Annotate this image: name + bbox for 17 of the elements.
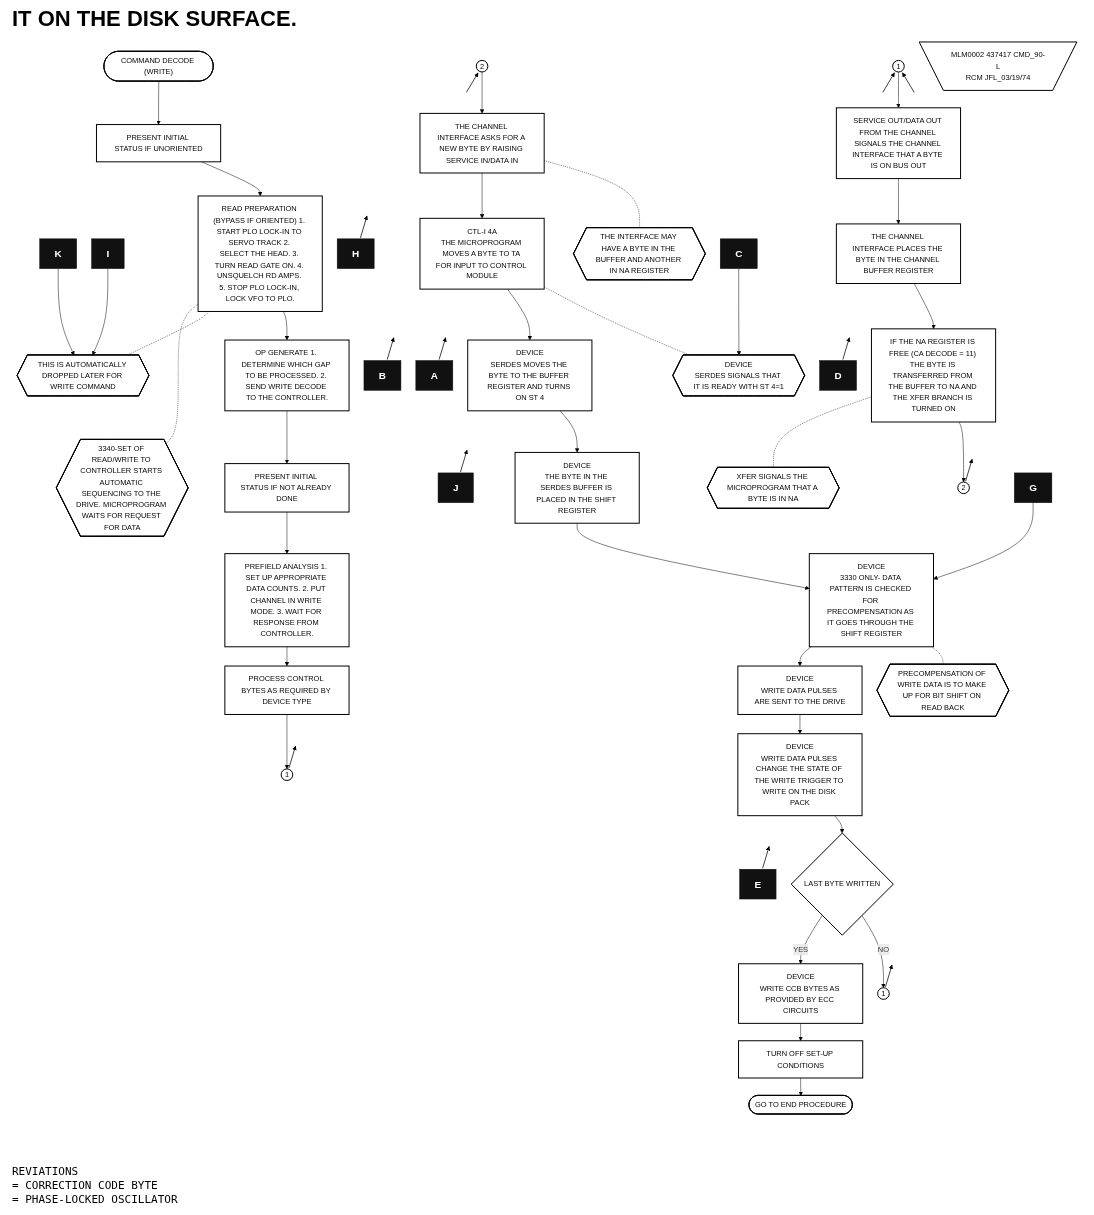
node-box: I [91,238,125,269]
node-box: E [739,869,777,900]
note-text: = CORRECTION CODE BYTE [12,1179,159,1192]
node-box: A [415,360,454,391]
note-text: REVIATIONS [12,1165,80,1178]
note-text: = PHASE-LOCKED OSCILLATOR [12,1193,178,1206]
connector [165,303,199,444]
node-box: K [39,238,77,269]
connector [931,646,944,665]
node-box: G [1014,472,1053,503]
node-box: H [336,238,375,269]
node-box: D [819,360,857,391]
heading: IT ON THE DISK SURFACE. [11,5,298,33]
node-box: B [363,360,402,391]
node-box: J [437,472,474,503]
node-box: C [720,238,758,269]
connector [773,396,872,468]
